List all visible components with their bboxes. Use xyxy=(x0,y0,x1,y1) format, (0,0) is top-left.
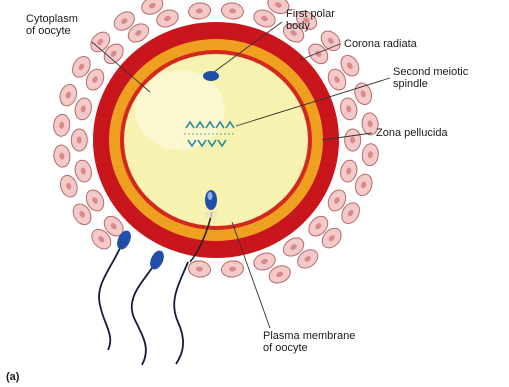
label-corona-radiata: Corona radiata xyxy=(344,38,417,50)
label-first-polar-body: First polar body xyxy=(286,8,335,32)
cytoplasm-highlight xyxy=(135,70,225,150)
label-second-meiotic-spindle: Second meiotic spindle xyxy=(393,66,468,90)
sperm-right xyxy=(174,262,188,364)
label-plasma-membrane-of-oocyte: Plasma membrane of oocyte xyxy=(263,330,355,354)
sperm-middle xyxy=(132,248,167,365)
label-zona-pellucida: Zona pellucida xyxy=(376,127,448,139)
panel-label: (a) xyxy=(6,371,19,383)
corona-cell-nucleus xyxy=(350,137,355,144)
label-cytoplasm-of-oocyte: Cytoplasm of oocyte xyxy=(26,13,78,37)
first-polar-body xyxy=(203,71,219,81)
corona-cell-nucleus xyxy=(77,137,82,144)
